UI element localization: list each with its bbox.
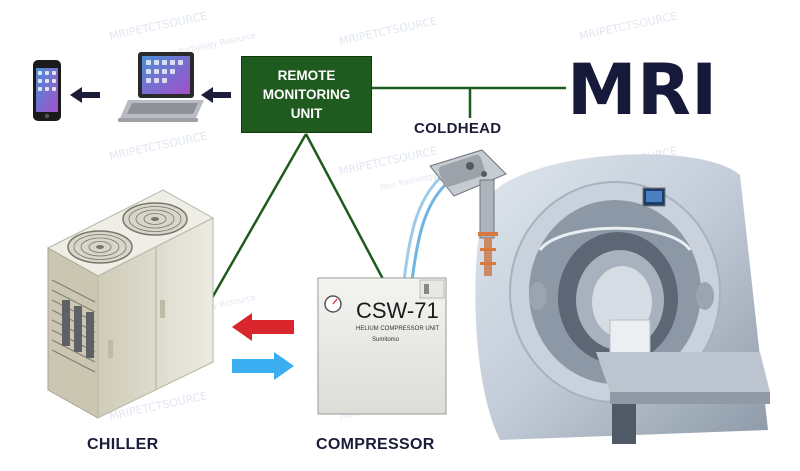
- chiller-unit: [46, 189, 215, 419]
- watermark-text: MRIPETCTSOURCE: [578, 9, 678, 42]
- coldhead-label: COLDHEAD: [414, 120, 502, 137]
- rmu-to-compressor-line: [304, 133, 386, 282]
- compressor-subtitle: HELIUM COMPRESSOR UNIT: [356, 326, 440, 332]
- smartphone-icon: [33, 60, 61, 121]
- mri-title: MRI: [567, 49, 718, 131]
- return-arrow-icon: [232, 352, 294, 380]
- laptop-icon: [118, 52, 204, 122]
- compressor-model: CSW-71: [356, 298, 439, 323]
- rmu-to-chiller-line: [206, 133, 308, 306]
- remote-monitoring-unit-box: REMOTE MONITORING UNIT: [241, 56, 372, 133]
- compressor-unit: CSW-71 HELIUM COMPRESSOR UNIT Sumitomo: [317, 277, 447, 415]
- watermark-text: MRIPETCTSOURCE: [108, 9, 208, 42]
- coldhead-unit: [429, 149, 507, 276]
- watermark-text: MRIPETCTSOURCE: [338, 14, 438, 47]
- remote-monitoring-unit-label: REMOTE MONITORING UNIT: [262, 68, 351, 121]
- arrow-left-icon: [201, 87, 231, 103]
- chiller-label: CHILLER: [87, 436, 159, 453]
- fan-icon: [122, 202, 188, 236]
- mri-scanner: [475, 154, 770, 444]
- helium-line: [410, 182, 448, 282]
- helium-lines: [402, 176, 448, 282]
- fan-icon: [67, 230, 133, 264]
- compressor-brand: Sumitomo: [372, 337, 400, 343]
- arrow-left-icon: [70, 87, 100, 103]
- compressor-label: COMPRESSOR: [316, 436, 435, 453]
- helium-line: [402, 176, 442, 282]
- watermark-text: MRIPETCTSOURCE: [108, 129, 208, 162]
- connector-lines: [206, 86, 566, 306]
- supply-arrow-icon: [232, 313, 294, 341]
- pressure-gauge-icon: [324, 295, 342, 313]
